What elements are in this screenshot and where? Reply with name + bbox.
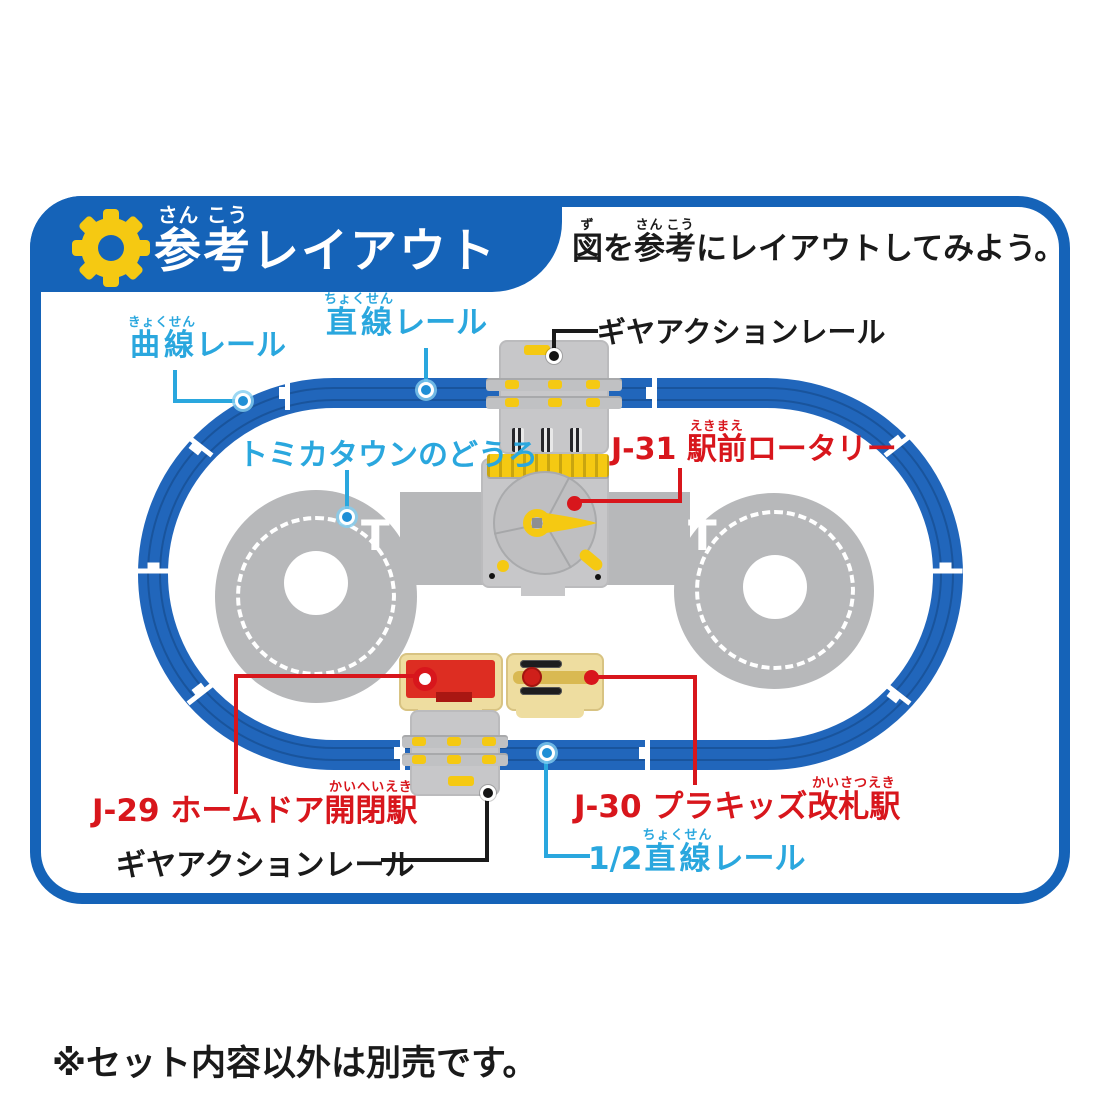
leader-curve-rail — [173, 399, 239, 403]
gear-rail-stud — [570, 428, 582, 452]
road-lane-dashes-right — [695, 510, 855, 670]
label-gear-rail-top: ギヤアクションレール — [597, 315, 886, 349]
leader-dot-straight-rail — [418, 382, 434, 398]
track-joint — [639, 736, 650, 770]
label-j30: J-30 プラキッズ改札駅かいさつえき — [574, 776, 901, 825]
turntable-yellow-knob — [497, 560, 509, 572]
leader-half-straight-rail — [544, 854, 590, 858]
gear-icon — [72, 209, 150, 287]
label-tomica-road: トミカタウンのどうろ — [238, 438, 538, 473]
leader-curve-rail — [173, 370, 177, 402]
turntable-tab — [521, 586, 565, 596]
gear-rail-gear — [482, 755, 496, 764]
j30-slot — [520, 660, 562, 668]
footnote: ※セット内容以外は別売です。 — [52, 1044, 538, 1084]
gear-rail-gear — [548, 380, 562, 389]
leader-j29 — [234, 674, 416, 678]
label-j31: J-31 駅前えきまえロータリー — [611, 418, 897, 467]
track-joint — [646, 376, 657, 410]
turntable-screw — [489, 573, 495, 579]
header-instruction: 図ずを参さん考こうにレイアウトしてみよう。 — [572, 218, 1066, 267]
leader-half-straight-rail — [544, 758, 548, 858]
leader-j30 — [597, 675, 693, 679]
turntable-pointer-arrow — [523, 509, 597, 537]
road-connector-right — [600, 492, 690, 585]
track-joint — [279, 376, 290, 410]
track-joint — [136, 568, 171, 574]
leader-dot-j31 — [567, 496, 582, 511]
leader-dot-j30 — [584, 670, 599, 685]
j30-slot — [520, 687, 562, 695]
road-hole-right — [743, 555, 807, 619]
gear-rail-gear — [505, 398, 519, 407]
gear-rail-gear — [586, 380, 600, 389]
leader-gear-rail-bottom — [485, 796, 489, 862]
gear-rail-gear — [482, 737, 496, 746]
leader-gear-rail-top — [552, 329, 556, 351]
leader-dot-gear-bottom — [480, 785, 496, 801]
gear-rail-gear — [586, 398, 600, 407]
gear-rail-gear — [447, 737, 461, 746]
j30-station-lip — [516, 709, 584, 718]
leader-j31 — [678, 468, 682, 503]
turntable-yellow-ramp — [487, 454, 609, 477]
road-t-marking-left: T — [361, 511, 390, 560]
leader-dot-gear-top — [546, 348, 562, 364]
label-gear-rail-bottom: ギヤアクションレール — [116, 848, 415, 883]
j29-red-panel-tab — [436, 692, 472, 702]
gear-icon-hole — [98, 235, 124, 261]
gear-rail-gear — [505, 380, 519, 389]
label-j29: J-29 ホームドア開閉駅かいへいえき — [92, 780, 418, 829]
turntable-screw — [595, 574, 601, 580]
gear-rail-gear — [548, 398, 562, 407]
leader-dot-curve-rail — [235, 393, 251, 409]
gear-rail-gear — [447, 755, 461, 764]
leader-gear-rail-bottom — [381, 858, 487, 862]
leader-dot-half-straight — [539, 745, 555, 761]
gear-rail-yellow-detail — [448, 776, 474, 786]
leader-j29 — [234, 676, 238, 794]
gear-rail-stud — [512, 428, 524, 452]
leader-ring-j29 — [413, 667, 437, 691]
road-hole-left — [284, 551, 348, 615]
leader-straight-rail — [424, 348, 428, 384]
gear-rail-stud — [541, 428, 553, 452]
leader-j30 — [693, 675, 697, 785]
gear-rail-gear — [412, 755, 426, 764]
leader-j31 — [580, 499, 682, 503]
label-half-straight-rail: 1/2直線ちょくせんレール — [588, 828, 806, 877]
road-t-marking-right: T — [688, 511, 717, 560]
track-joint — [928, 568, 963, 574]
page-title: 参さん考こうレイアウト — [154, 204, 497, 279]
road-connector-left — [400, 492, 485, 585]
gear-rail-gear — [412, 737, 426, 746]
gear-rail-yellow-detail — [524, 345, 550, 355]
leader-gear-rail-top — [556, 329, 598, 333]
label-curve-rail: 曲線きょくせんレール — [128, 314, 286, 363]
leader-dot-tomica-road — [339, 509, 355, 525]
j30-red-button — [522, 667, 542, 687]
label-straight-rail: 直線ちょくせんレール — [324, 292, 488, 341]
leader-tomica-road — [345, 470, 349, 511]
